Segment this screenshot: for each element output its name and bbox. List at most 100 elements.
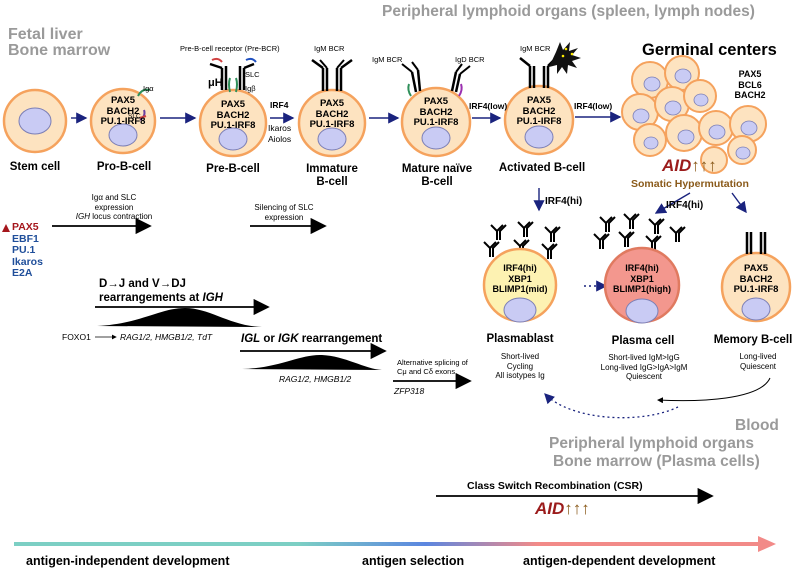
memory-factors: PAX5 BACH2 PU.1-IRF8	[726, 263, 786, 296]
label-pro-b-cell: Pro-B-cell	[96, 161, 152, 173]
label-plasma-cell: Plasma cell	[611, 335, 675, 347]
plasma-desc: Short-lived IgM>IgG Long-lived IgG>IgA>I…	[584, 353, 704, 382]
mature-pu1: PU.1-IRF8	[413, 117, 459, 128]
note-igalpha-line3: IGH locus contraction	[62, 212, 166, 222]
factor-pax5: PAX5	[12, 221, 39, 233]
note-dj-2a: rearrangements at	[99, 292, 203, 304]
header-peripheral-2: Peripheral lymphoid organs	[549, 435, 754, 452]
note-igl-c: IGK	[278, 333, 299, 345]
pre-b-cell-shape	[198, 57, 268, 158]
header-bone-marrow-plasma: Bone marrow (Plasma cells)	[553, 453, 760, 470]
igh-expression-hump	[97, 308, 262, 327]
note-foxo1: FOXO1	[62, 332, 91, 342]
aid-csr-text: AID	[535, 499, 565, 518]
note-dj-2: rearrangements at IGH	[99, 291, 223, 305]
label-irf4: IRF4	[270, 100, 289, 110]
pro-b-pu1: PU.1-IRF8	[100, 116, 146, 127]
pb-irf4: IRF4(hi)	[503, 263, 537, 273]
activated-pax5: PAX5	[526, 95, 552, 106]
label-pre-bcr: Pre-B-cell receptor (Pre-BCR)	[180, 44, 280, 53]
pc-xbp1: XBP1	[630, 273, 654, 284]
aid-csr-arrows: ↑↑↑	[564, 499, 590, 518]
recall-arrow	[544, 393, 679, 419]
label-slc-small: SLC	[128, 113, 141, 120]
mature-bach2: BACH2	[419, 106, 453, 118]
aid-gc-text: AID	[662, 156, 692, 175]
label-irf4-low-2: IRF4(low)	[574, 101, 613, 111]
memory-to-plasma-arrow	[657, 377, 771, 404]
pre-b-factors: PAX5 BACH2 PU.1-IRF8	[203, 99, 263, 132]
note-contraction: locus contraction	[89, 212, 153, 221]
process-arrows	[52, 217, 714, 505]
stage-dependent: antigen-dependent development	[523, 554, 716, 568]
label-pre-b-cell: Pre-B-cell	[206, 163, 260, 175]
note-dj-1: D→J and V→DJ	[99, 278, 186, 290]
stage-selection: antigen selection	[362, 554, 465, 568]
note-silencing-1: Silencing of SLC	[254, 203, 314, 212]
mature-b-cell-shape	[400, 61, 472, 158]
note-igl: IGL or IGK rearrangement	[241, 333, 382, 345]
factor-e2a: E2A	[12, 267, 33, 279]
note-zfp318: ZFP318	[394, 386, 425, 396]
pc-desc-3: Quiescent	[625, 372, 663, 381]
factor-ebf1: EBF1	[12, 232, 39, 245]
note-igl-d: rearrangement	[298, 333, 383, 345]
label-mu-h: μH	[208, 77, 223, 89]
activated-factors: PAX5 BACH2 PU.1-IRF8	[509, 95, 569, 128]
label-igm-bcr-1: IgM BCR	[314, 44, 345, 53]
plasmablast-factors: IRF4(hi) XBP1 BLIMP1(mid)	[486, 263, 554, 295]
pre-b-pu1: PU.1-IRF8	[210, 120, 256, 131]
note-rag-tdt: RAG1/2, HMGB1/2, TdT	[120, 332, 213, 342]
immature-pu1: PU.1-IRF8	[309, 119, 355, 130]
gc-bach2: BACH2	[734, 90, 766, 100]
mem-pu1: PU.1-IRF8	[733, 284, 779, 295]
label-ig-alpha: Igα	[143, 84, 154, 93]
pb-desc-2: Cycling	[506, 361, 534, 371]
note-igalpha-line2: expression	[94, 202, 134, 212]
pro-b-factors: PAX5 BACH2 PU.1-IRF8	[93, 95, 153, 128]
header-bone-marrow: Bone marrow	[8, 42, 111, 59]
gc-bcl6: BCL6	[738, 79, 762, 90]
label-stem-cell: Stem cell	[9, 161, 61, 173]
note-alt-1: Alternative splicing of	[397, 358, 468, 367]
label-plasmablast: Plasmablast	[486, 333, 554, 345]
antibody-icon	[669, 226, 686, 242]
note-silencing-2: expression	[264, 212, 304, 222]
immature-factors: PAX5 BACH2 PU.1-IRF8	[302, 98, 362, 131]
pro-b-pax5: PAX5	[110, 95, 136, 106]
pre-b-pax5: PAX5	[220, 99, 246, 110]
factor-pu1: PU.1	[12, 244, 36, 256]
mem-pax5: PAX5	[743, 263, 769, 274]
plasma-cell-shape	[603, 246, 681, 324]
antibody-icon	[623, 213, 640, 229]
header-blood: Blood	[735, 417, 779, 434]
antibody-icon	[544, 226, 561, 242]
plasmablast-desc: Short-lived Cycling All isotypes Ig	[470, 352, 570, 381]
activated-bach2: BACH2	[522, 105, 556, 117]
pb-blimp1: BLIMP1(mid)	[492, 284, 548, 294]
note-igl-b: or	[260, 333, 279, 345]
development-arrows	[71, 111, 622, 124]
antibody-icon	[541, 243, 558, 259]
label-memory-b-cell: Memory B-cell	[713, 334, 793, 346]
igl-expression-hump	[242, 354, 382, 370]
note-igalpha-line1: Igα and SLC	[91, 193, 137, 202]
note-alt-2: Cμ and Cδ exons	[397, 367, 456, 376]
gc-pax5: PAX5	[738, 69, 762, 79]
label-irf4-hi-2: IRF4(hi)	[666, 200, 704, 211]
label-irf4-low-1: IRF4(low)	[469, 101, 508, 111]
immature-b-cell-shape	[297, 58, 367, 158]
pb-desc-3: All isotypes Ig	[495, 371, 545, 380]
label-csr: Class Switch Recombination (CSR)	[467, 480, 643, 492]
label-igm-bcr-2: IgM BCR	[372, 55, 403, 64]
antibody-icon	[645, 235, 662, 251]
label-mature-1: Mature naïve	[401, 163, 473, 175]
note-igl-a: IGL	[241, 333, 261, 345]
stage-gradient-arrowhead	[758, 536, 776, 552]
header-germinal-centers: Germinal centers	[642, 41, 777, 59]
label-activated-b-cell: Activated B-cell	[498, 162, 586, 174]
factor-ikaros: Ikaros	[12, 255, 43, 268]
label-mature-2: B-cell	[421, 176, 453, 188]
immature-bach2: BACH2	[315, 108, 349, 120]
